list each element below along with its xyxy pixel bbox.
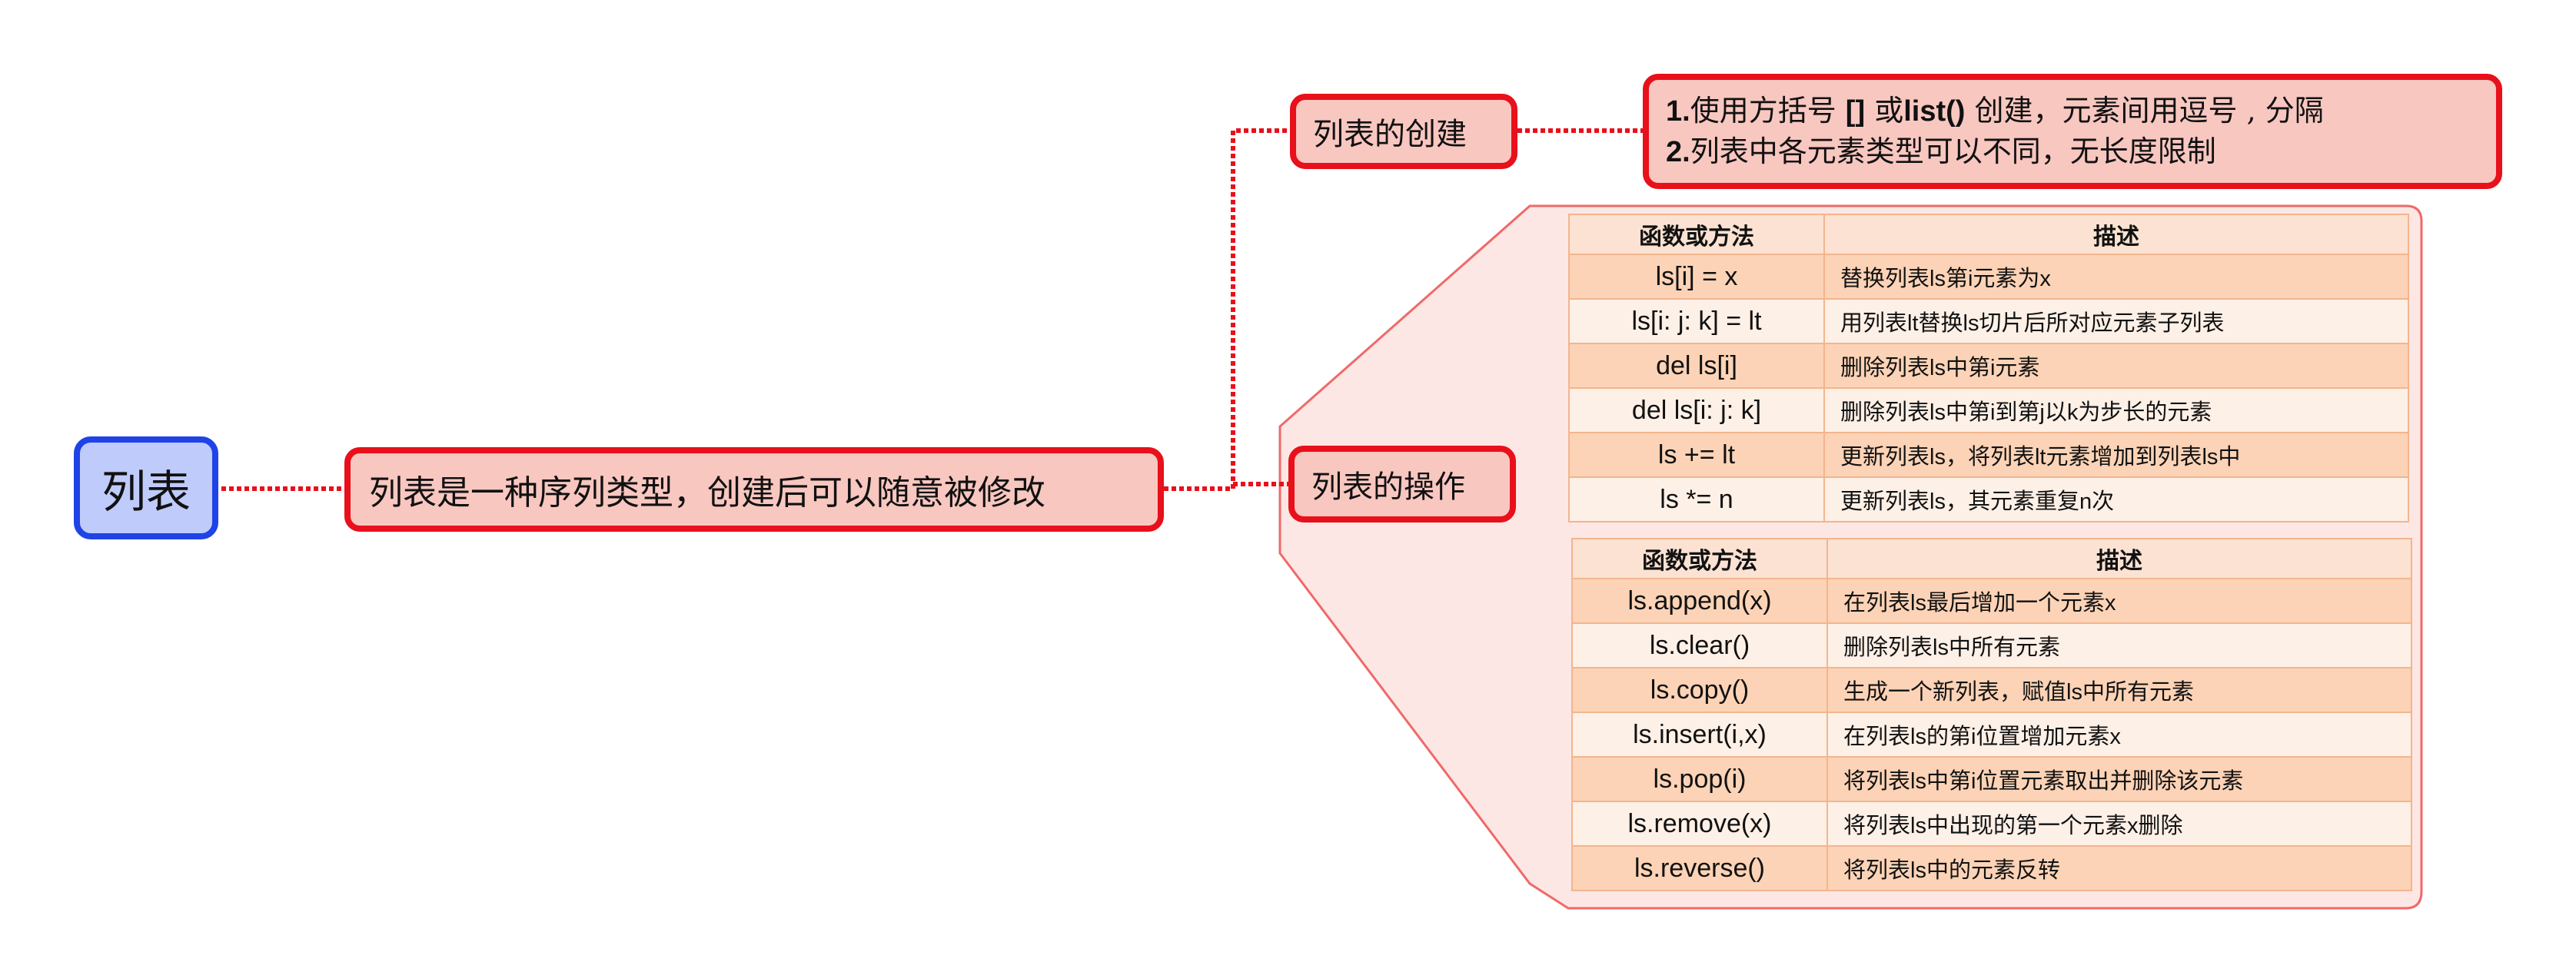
table2-header-row: 函数或方法 描述 (1571, 538, 2412, 579)
table1-header-row: 函数或方法 描述 (1568, 214, 2409, 255)
function-cell: ls.copy() (1571, 667, 1828, 713)
table2-header-desc: 描述 (1826, 538, 2412, 579)
description-cell: 将列表ls中出现的第一个元素x删除 (1826, 801, 2412, 847)
table2-header-func: 函数或方法 (1571, 538, 1828, 579)
description-cell: 在列表ls最后增加一个元素x (1826, 578, 2412, 624)
table-row: ls.clear() 删除列表ls中所有元素 (1571, 622, 2412, 668)
main-node[interactable]: 列表是一种序列类型，创建后可以随意被修改 (344, 447, 1164, 532)
main-to-create-connector (1164, 128, 1290, 491)
description-cell: 删除列表ls中第i元素 (1823, 343, 2409, 389)
create-detail-node[interactable]: 1.使用方括号 [] 或list() 创建，元素间用逗号 , 分隔 2.列表中各… (1643, 74, 2502, 189)
table-row: del ls[i] 删除列表ls中第i元素 (1568, 343, 2409, 389)
description-cell: 将列表ls中第i位置元素取出并删除该元素 (1826, 756, 2412, 802)
function-cell: ls.remove(x) (1571, 801, 1828, 847)
line1-text-e: 创建，元素间用逗号 , 分隔 (1965, 94, 2324, 128)
table-row: ls.append(x) 在列表ls最后增加一个元素x (1571, 578, 2412, 624)
table-row: ls.insert(i,x) 在列表ls的第i位置增加元素x (1571, 712, 2412, 758)
table1-header-desc: 描述 (1823, 214, 2409, 255)
line2-text: 列表中各元素类型可以不同，无长度限制 (1690, 134, 2216, 168)
function-cell: ls += lt (1568, 432, 1825, 478)
line1-brackets: [] (1845, 95, 1866, 128)
table-row: ls.remove(x) 将列表ls中出现的第一个元素x删除 (1571, 801, 2412, 847)
detail-line-2: 2.列表中各元素类型可以不同，无长度限制 (1666, 131, 2216, 172)
table-row: ls += lt 更新列表ls，将列表lt元素增加到列表ls中 (1568, 432, 2409, 478)
function-cell: ls.append(x) (1571, 578, 1828, 624)
function-cell: ls *= n (1568, 476, 1825, 522)
function-cell: ls.insert(i,x) (1571, 712, 1828, 758)
line1-number: 1. (1666, 95, 1690, 128)
function-cell: ls.reverse() (1571, 845, 1828, 891)
line1-text-c: 或 (1865, 94, 1904, 128)
function-cell: del ls[i: j: k] (1568, 387, 1825, 433)
description-cell: 用列表lt替换ls切片后所对应元素子列表 (1823, 298, 2409, 344)
function-cell: ls[i] = x (1568, 254, 1825, 300)
operations-table-1: 函数或方法 描述 ls[i] = x 替换列表ls第i元素为x ls[i: j:… (1568, 214, 2409, 522)
description-cell: 删除列表ls中第i到第j以k为步长的元素 (1823, 387, 2409, 433)
description-cell: 生成一个新列表，赋值ls中所有元素 (1826, 667, 2412, 713)
table-row: del ls[i: j: k] 删除列表ls中第i到第j以k为步长的元素 (1568, 387, 2409, 433)
operations-node[interactable]: 列表的操作 (1288, 446, 1516, 522)
line1-list-func: list() (1903, 95, 1966, 128)
description-cell: 在列表ls的第i位置增加元素x (1826, 712, 2412, 758)
description-cell: 删除列表ls中所有元素 (1826, 622, 2412, 668)
create-node[interactable]: 列表的创建 (1290, 94, 1517, 169)
function-cell: del ls[i] (1568, 343, 1825, 389)
table-row: ls.copy() 生成一个新列表，赋值ls中所有元素 (1571, 667, 2412, 713)
table-row: ls.pop(i) 将列表ls中第i位置元素取出并删除该元素 (1571, 756, 2412, 802)
detail-line-1: 1.使用方括号 [] 或list() 创建，元素间用逗号 , 分隔 (1666, 91, 2324, 131)
operations-table-2: 函数或方法 描述 ls.append(x) 在列表ls最后增加一个元素x ls.… (1571, 538, 2412, 891)
root-node[interactable]: 列表 (74, 436, 218, 539)
description-cell: 替换列表ls第i元素为x (1823, 254, 2409, 300)
function-cell: ls.pop(i) (1571, 756, 1828, 802)
description-cell: 更新列表ls，其元素重复n次 (1823, 476, 2409, 522)
table-row: ls[i] = x 替换列表ls第i元素为x (1568, 254, 2409, 300)
line1-text-a: 使用方括号 (1690, 94, 1846, 128)
function-cell: ls.clear() (1571, 622, 1828, 668)
description-cell: 将列表ls中的元素反转 (1826, 845, 2412, 891)
line2-number: 2. (1666, 136, 1690, 168)
table-row: ls *= n 更新列表ls，其元素重复n次 (1568, 476, 2409, 522)
function-cell: ls[i: j: k] = lt (1568, 298, 1825, 344)
description-cell: 更新列表ls，将列表lt元素增加到列表ls中 (1823, 432, 2409, 478)
table1-header-func: 函数或方法 (1568, 214, 1825, 255)
table-row: ls[i: j: k] = lt 用列表lt替换ls切片后所对应元素子列表 (1568, 298, 2409, 344)
table-row: ls.reverse() 将列表ls中的元素反转 (1571, 845, 2412, 891)
